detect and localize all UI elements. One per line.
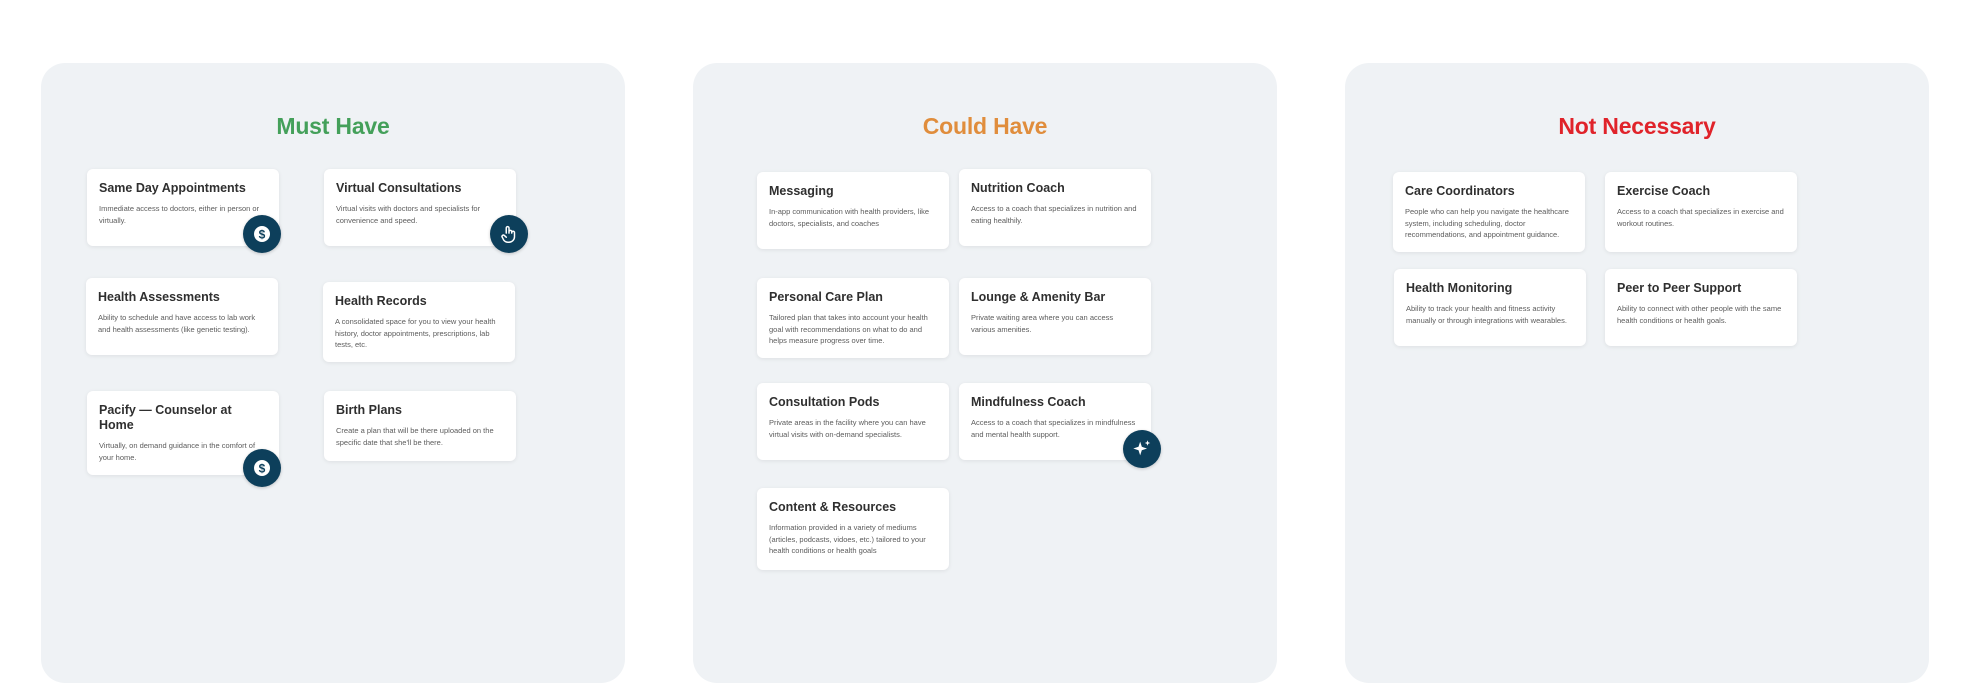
card-title: Messaging	[769, 184, 834, 198]
card-title: Virtual Consultations	[336, 181, 462, 195]
column-must-have: Must Have Same Day Appointments Immediat…	[41, 63, 625, 683]
column-not-necessary: Not Necessary Care Coordinators People w…	[1345, 63, 1929, 683]
card-title: Content & Resources	[769, 500, 897, 514]
card-title: Birth Plans	[336, 403, 402, 417]
card-description: Access to a coach that specializes in nu…	[971, 204, 1137, 225]
svg-text:$: $	[259, 462, 266, 476]
card-description: Access to a coach that specializes in mi…	[971, 418, 1136, 439]
column-title: Could Have	[922, 113, 1048, 139]
card-description: Immediate access to doctors, either in p…	[99, 204, 260, 225]
column-title: Must Have	[276, 113, 390, 139]
feature-card[interactable]: Lounge & Amenity Bar Private waiting are…	[959, 278, 1151, 355]
feature-card[interactable]: Content & Resources Information provided…	[757, 488, 949, 570]
card-title: Pacify — Counselor at Home	[99, 403, 232, 432]
card-description: Virtual visits with doctors and speciali…	[336, 204, 481, 225]
card-title: Consultation Pods	[769, 395, 880, 409]
card-title: Health Records	[335, 294, 427, 308]
card-description: Ability to connect with other people wit…	[1617, 304, 1782, 325]
card-title: Health Monitoring	[1406, 281, 1513, 295]
card-description: A consolidated space for you to view you…	[335, 317, 496, 349]
feature-card[interactable]: Care Coordinators People who can help yo…	[1393, 172, 1585, 252]
card-title: Lounge & Amenity Bar	[971, 290, 1106, 304]
feature-card[interactable]: Birth Plans Create a plan that will be t…	[324, 391, 516, 461]
feature-card[interactable]: Exercise Coach Access to a coach that sp…	[1605, 172, 1797, 252]
card-title: Mindfulness Coach	[971, 395, 1086, 409]
card-description: In-app communication with health provide…	[769, 207, 930, 228]
feature-card[interactable]: Messaging In-app communication with heal…	[757, 172, 949, 249]
card-title: Health Assessments	[98, 290, 220, 304]
card-description: Ability to schedule and have access to l…	[98, 313, 256, 334]
card-description: Ability to track your health and fitness…	[1406, 304, 1567, 325]
column-could-have: Could Have Messaging In-app communicatio…	[693, 63, 1277, 683]
card-description: Access to a coach that specializes in ex…	[1617, 207, 1784, 228]
card-description: Private areas in the facility where you …	[769, 418, 926, 439]
feature-card[interactable]: Health Assessments Ability to schedule a…	[86, 278, 278, 355]
card-description: Private waiting area where you can acces…	[971, 313, 1114, 334]
hand-pointer-icon	[490, 215, 528, 253]
card-description: Information provided in a variety of med…	[769, 523, 926, 555]
card-description: People who can help you navigate the hea…	[1405, 207, 1569, 239]
card-title: Care Coordinators	[1405, 184, 1515, 198]
svg-text:$: $	[259, 228, 266, 242]
card-title: Same Day Appointments	[99, 181, 246, 195]
dollar-icon: $	[243, 449, 281, 487]
card-description: Create a plan that will be there uploade…	[336, 426, 494, 447]
feature-card[interactable]: Virtual Consultations Virtual visits wit…	[324, 169, 516, 246]
card-title: Nutrition Coach	[971, 181, 1065, 195]
feature-card[interactable]: Health Records A consolidated space for …	[323, 282, 515, 362]
feature-card[interactable]: Consultation Pods Private areas in the f…	[757, 383, 949, 460]
feature-card[interactable]: Mindfulness Coach Access to a coach that…	[959, 383, 1151, 460]
feature-card[interactable]: Health Monitoring Ability to track your …	[1394, 269, 1586, 346]
feature-card[interactable]: Nutrition Coach Access to a coach that s…	[959, 169, 1151, 246]
column-title: Not Necessary	[1558, 113, 1716, 139]
card-title: Peer to Peer Support	[1617, 281, 1742, 295]
sparkle-icon	[1123, 430, 1161, 468]
card-description: Virtually, on demand guidance in the com…	[99, 441, 256, 462]
card-title: Exercise Coach	[1617, 184, 1711, 198]
card-description: Tailored plan that takes into account yo…	[769, 313, 928, 345]
feature-card[interactable]: Same Day Appointments Immediate access t…	[87, 169, 279, 246]
dollar-icon: $	[243, 215, 281, 253]
feature-card[interactable]: Peer to Peer Support Ability to connect …	[1605, 269, 1797, 346]
card-title: Personal Care Plan	[769, 290, 883, 304]
feature-card[interactable]: Personal Care Plan Tailored plan that ta…	[757, 278, 949, 358]
